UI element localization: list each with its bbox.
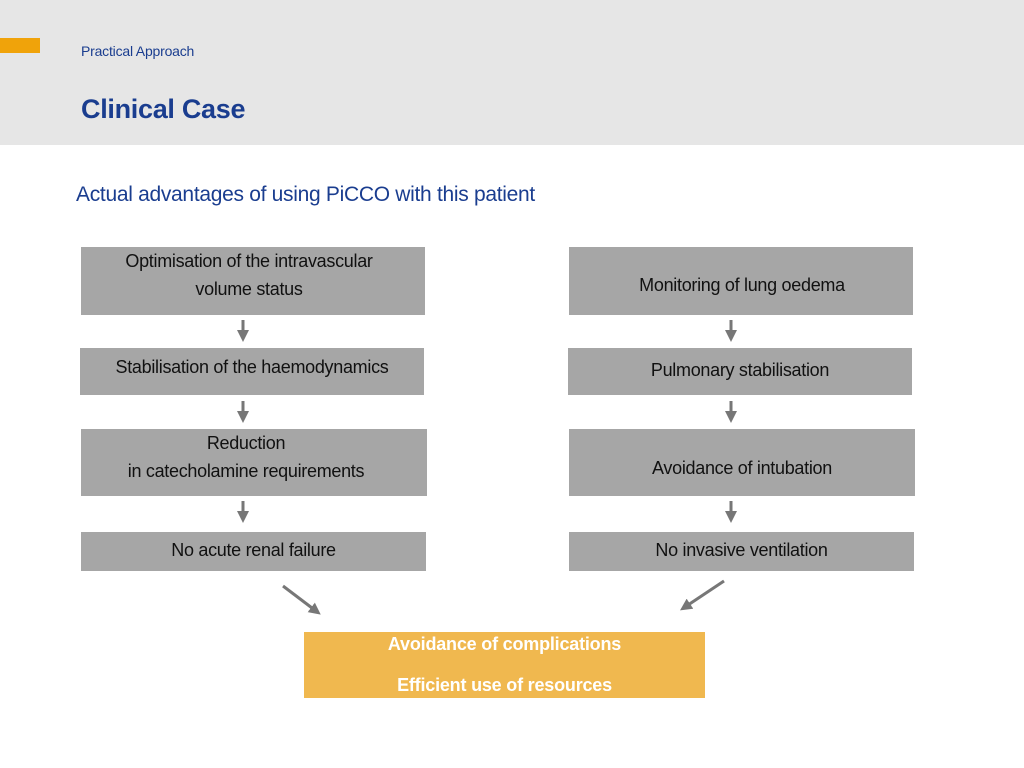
left-step-3: Reduction in catecholamine requirements [81, 429, 427, 496]
slide-subtitle: Actual advantages of using PiCCO with th… [76, 183, 535, 206]
left-step-4: No acute renal failure [81, 532, 426, 571]
left-step-1: Optimisation of the intravascular volume… [81, 247, 425, 315]
left-step-2: Stabilisation of the haemodynamics [80, 348, 424, 395]
slide-header: Practical Approach Clinical Case [0, 0, 1024, 145]
section-kicker: Practical Approach [81, 43, 195, 59]
right-step-3: Avoidance of intubation [569, 429, 915, 496]
right-step-2: Pulmonary stabilisation [568, 348, 912, 395]
slide-title: Clinical Case [81, 94, 246, 124]
arrow-right-to-outcome [680, 579, 725, 611]
accent-bar [0, 38, 40, 53]
outcome-line-1: Avoidance of complications [387, 634, 622, 654]
arrow-left-to-outcome [282, 584, 321, 615]
outcome-line-2: Efficient use of resources [397, 675, 612, 695]
right-step-1: Monitoring of lung oedema [569, 247, 913, 315]
right-step-4: No invasive ventilation [569, 532, 914, 571]
outcome-box: Avoidance of complications Efficient use… [304, 632, 705, 698]
